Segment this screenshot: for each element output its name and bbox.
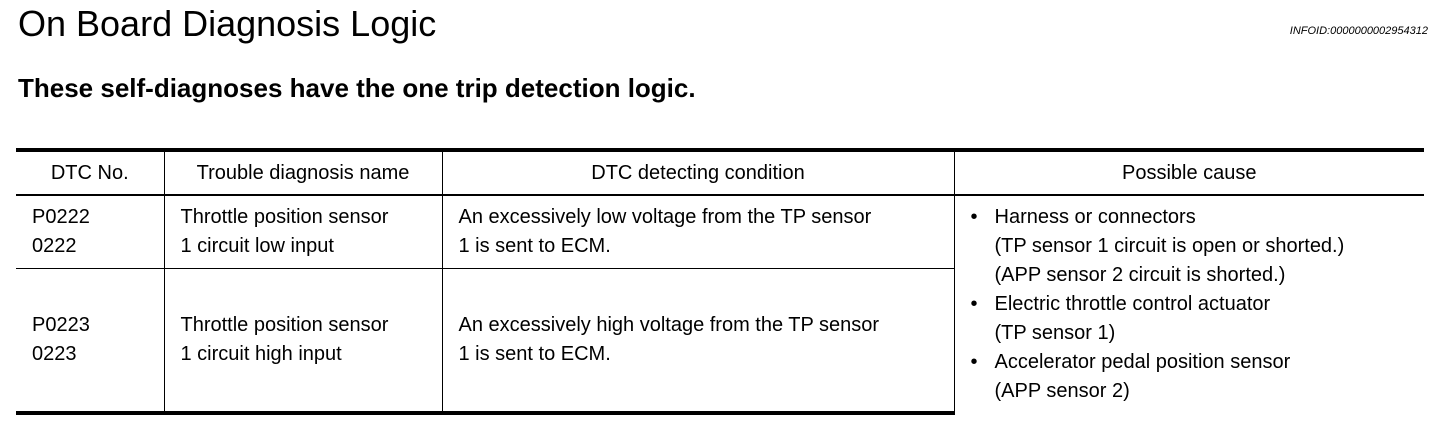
- header-dtc-no: DTC No.: [16, 148, 164, 196]
- condition-line: An excessively high voltage from the TP …: [458, 314, 880, 336]
- cause-line: Accelerator pedal position sensor: [994, 351, 1291, 373]
- info-id: INFOID:0000000002954312: [1289, 25, 1428, 37]
- header-possible-cause: Possible cause: [953, 148, 1424, 196]
- dtc-code: P0222: [32, 206, 90, 228]
- cause-line: Electric throttle control actuator: [994, 293, 1271, 315]
- cause-line: (APP sensor 2): [994, 380, 1130, 402]
- dtc-code: P0223: [32, 314, 90, 336]
- dtc-cell: P0222 0222: [16, 195, 164, 269]
- diagnosis-name-line: Throttle position sensor: [180, 206, 389, 228]
- condition-cell: An excessively low voltage from the TP s…: [441, 195, 954, 269]
- list-item: Harness or connectors (TP sensor 1 circu…: [971, 203, 1425, 290]
- dtc-code-alt: 0222: [32, 235, 77, 257]
- cause-line: (TP sensor 1): [994, 322, 1116, 344]
- page-title: On Board Diagnosis Logic: [18, 3, 437, 44]
- condition-line: 1 is sent to ECM.: [458, 343, 611, 365]
- dtc-table: DTC No. Trouble diagnosis name DTC detec…: [16, 148, 1424, 415]
- cause-line: Harness or connectors: [994, 206, 1196, 228]
- table-header-row: DTC No. Trouble diagnosis name DTC detec…: [16, 148, 1424, 196]
- diagnosis-name-cell: Throttle position sensor 1 circuit low i…: [163, 195, 442, 269]
- cause-list: Harness or connectors (TP sensor 1 circu…: [971, 203, 1425, 406]
- list-item: Electric throttle control actuator (TP s…: [971, 290, 1425, 348]
- condition-line: 1 is sent to ECM.: [458, 235, 611, 257]
- diagnosis-name-line: 1 circuit high input: [180, 343, 342, 365]
- diagnosis-name-line: Throttle position sensor: [180, 314, 389, 336]
- dtc-cell: P0223 0223: [16, 268, 164, 415]
- section-subtitle: These self-diagnoses have the one trip d…: [18, 73, 696, 103]
- condition-cell: An excessively high voltage from the TP …: [441, 268, 954, 415]
- diagnosis-name-cell: Throttle position sensor 1 circuit high …: [163, 268, 442, 415]
- header-diagnosis-name: Trouble diagnosis name: [163, 148, 442, 196]
- diagnosis-name-line: 1 circuit low input: [180, 235, 334, 257]
- possible-cause-cell: Harness or connectors (TP sensor 1 circu…: [953, 195, 1425, 413]
- cause-line: (APP sensor 2 circuit is shorted.): [994, 264, 1286, 286]
- header-detecting-condition: DTC detecting condition: [441, 148, 954, 196]
- condition-line: An excessively low voltage from the TP s…: [458, 206, 872, 228]
- list-item: Accelerator pedal position sensor (APP s…: [971, 348, 1425, 406]
- table-row: P0223 0223 Throttle position sensor 1 ci…: [16, 268, 1424, 415]
- cause-line: (TP sensor 1 circuit is open or shorted.…: [994, 235, 1345, 257]
- dtc-code-alt: 0223: [32, 343, 77, 365]
- table-row: P0222 0222 Throttle position sensor 1 ci…: [16, 195, 1424, 413]
